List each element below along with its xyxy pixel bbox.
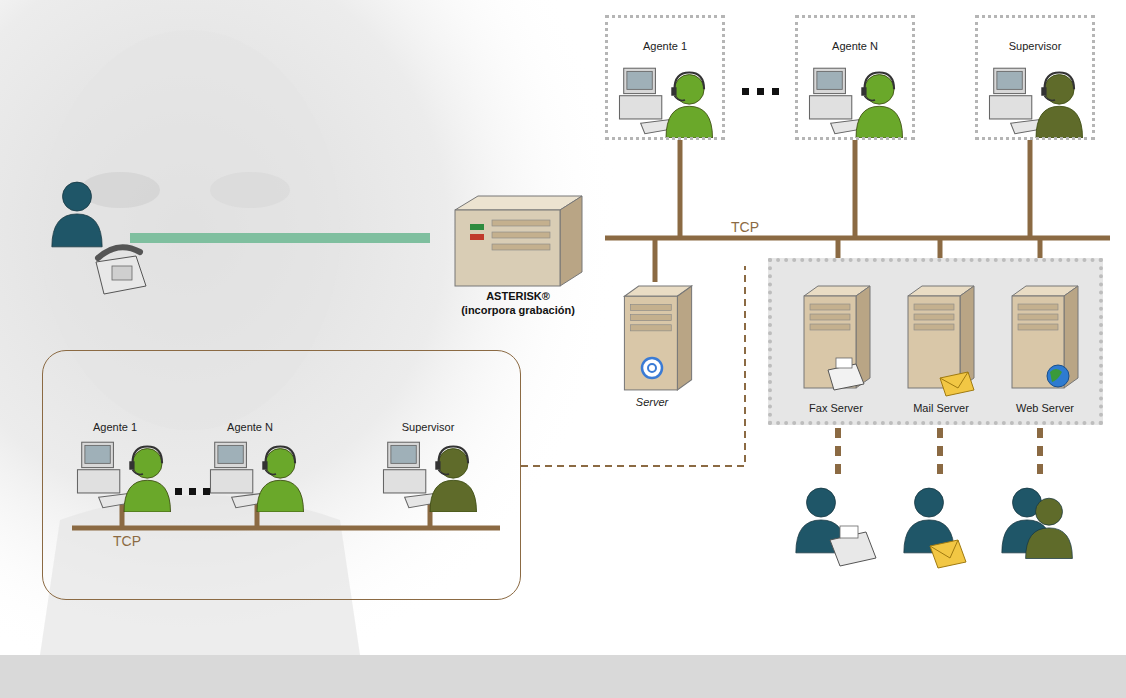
supervisor-name: Supervisor: [1009, 40, 1062, 53]
agent-name: Agente 1: [93, 421, 137, 434]
agent-name: Agente 1: [643, 40, 687, 53]
agent-box: Agente N: [795, 15, 915, 140]
agent-name: Agente N: [832, 40, 878, 53]
network-label: TCP: [731, 219, 759, 236]
network-label: TCP: [113, 533, 141, 550]
server-name: Web Server: [1016, 402, 1074, 415]
server-name: ASTERISK®: [486, 290, 550, 303]
server-note: (incorpora grabación): [461, 304, 575, 317]
server-panel: Fax Server Mail Server Web Server: [768, 258, 1103, 425]
supervisor-box: Supervisor: [975, 15, 1095, 140]
agent-name: Agente N: [227, 421, 273, 434]
agent-box: Agente 1: [605, 15, 725, 140]
server-name: Mail Server: [913, 402, 969, 415]
server-name: Fax Server: [809, 402, 863, 415]
supervisor-name: Supervisor: [402, 421, 455, 434]
server-name: Server: [636, 396, 668, 409]
remote-site-box: Agente 1 Agente N SupervisorTCP: [42, 350, 521, 600]
